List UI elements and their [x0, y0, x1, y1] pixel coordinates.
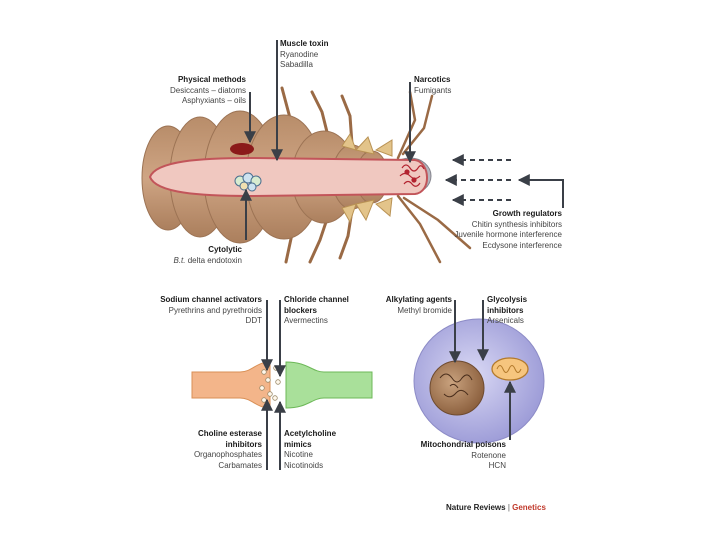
nerve-cluster [399, 164, 425, 187]
label-title: Cytolytic [208, 245, 242, 254]
label-alkylating: Alkylating agents Methyl bromide [385, 295, 452, 315]
label-chloride-channel: Chloride channel blockers Avermectins [284, 295, 349, 325]
label-sodium-channel: Sodium channel activators Pyrethrins and… [160, 295, 262, 325]
label-title: Muscle toxin [280, 39, 329, 48]
label-title: Choline esterase [197, 429, 262, 438]
label-physical-methods: Physical methods Desiccants – diatoms As… [169, 75, 246, 105]
chromatin [439, 373, 473, 398]
label-glycolysis: Glycolysis inhibitors Arsenicals [487, 295, 528, 325]
label-title: Physical methods [177, 75, 246, 84]
gut-cells [234, 172, 262, 192]
label-mito-poisons: Mitochondrial poisons Rotenone HCN [420, 440, 506, 470]
label-title: Narcotics [414, 75, 451, 84]
arrow-growth-regulators [517, 174, 564, 208]
label-cytolytic: Cytolytic B.t. delta endotoxin [173, 245, 242, 265]
label-cholinesterase: Choline esterase inhibitors Organophosph… [193, 429, 262, 470]
label-title: Chloride channel [284, 295, 349, 304]
label-title: Sodium channel activators [160, 295, 262, 304]
muscle-patch [230, 143, 254, 155]
cell-nucleus [429, 360, 485, 416]
label-title: Acetylcholine [284, 429, 337, 438]
insect [141, 86, 472, 264]
mitochondrion-cristae [496, 365, 522, 373]
label-muscle-toxin: Muscle toxin Ryanodine Sabadilla [280, 39, 329, 69]
label-growth-regulators: Growth regulators Chitin synthesis inhib… [454, 209, 562, 250]
label-title: Alkylating agents [385, 295, 452, 304]
label-narcotics: Narcotics Fumigants [414, 75, 452, 95]
cell [413, 318, 545, 444]
cell-arrows [449, 300, 516, 440]
presynaptic-terminal [191, 361, 271, 409]
label-title: Mitochondrial poisons [420, 440, 506, 449]
insect-head-spikes [341, 132, 393, 224]
journal-credit: Nature Reviews | Genetics [446, 503, 546, 512]
mitochondrion [491, 357, 529, 381]
label-title: Growth regulators [492, 209, 562, 218]
insect-gut [148, 156, 428, 198]
label-acetylcholine: Acetylcholine mimics Nicotine Nicotinoid… [284, 429, 337, 470]
insect-arrows [240, 40, 564, 240]
label-title: Glycolysis [487, 295, 528, 304]
postsynaptic-terminal [285, 361, 373, 409]
synapse [191, 361, 373, 409]
synapse-arrows [261, 300, 286, 470]
